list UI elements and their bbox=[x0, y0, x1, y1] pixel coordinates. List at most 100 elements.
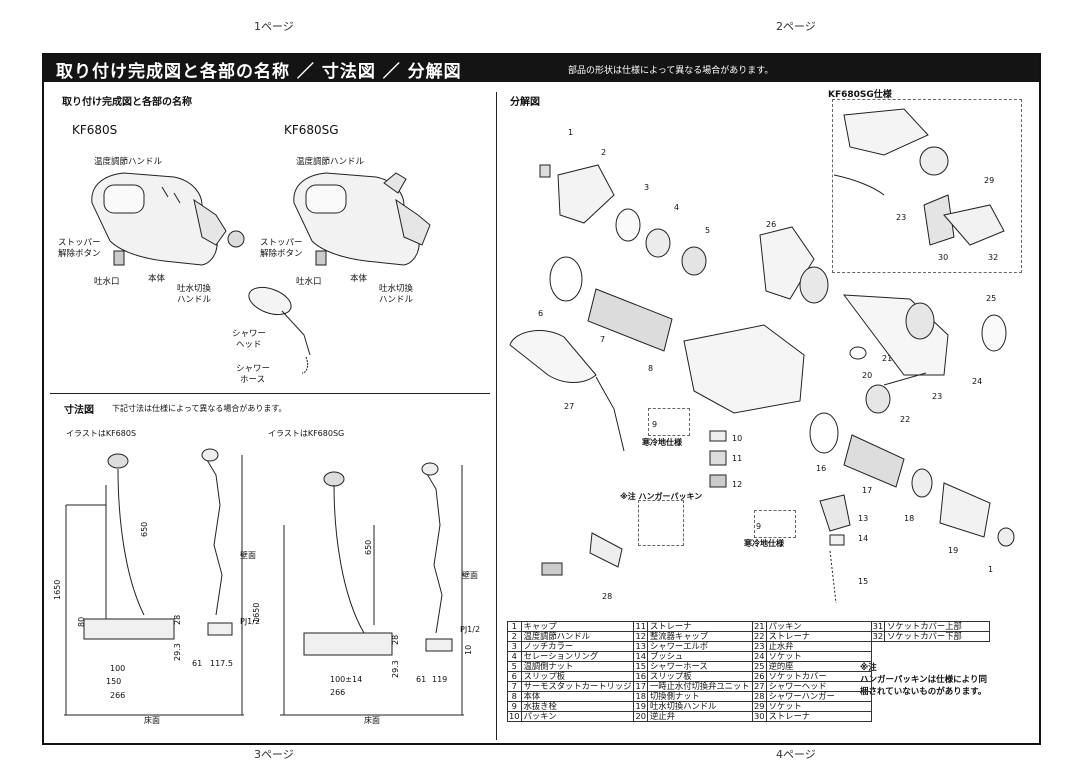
label-shower-hose2: ホース bbox=[240, 375, 266, 385]
dim-119: 119 bbox=[432, 675, 448, 684]
label-spout-a: 吐水口 bbox=[94, 277, 120, 287]
label-switch-a: 吐水切換 bbox=[177, 284, 212, 294]
callout-25: 25 bbox=[986, 294, 997, 303]
label-switch-a2: ハンドル bbox=[177, 295, 212, 305]
section-divider bbox=[50, 393, 490, 394]
part-name: ソケットカバー下部 bbox=[884, 631, 991, 642]
section-dimensions: 寸法図 bbox=[64, 405, 94, 416]
callout-32: 32 bbox=[988, 253, 999, 262]
callout-8: 8 bbox=[648, 364, 654, 373]
dim-61-a: 61 bbox=[192, 659, 203, 668]
dim-1175: 117.5 bbox=[210, 659, 233, 668]
callout-26: 26 bbox=[766, 220, 777, 229]
hanger-box bbox=[638, 500, 684, 546]
label-shower-head2: ヘッド bbox=[236, 340, 262, 350]
callout-15: 15 bbox=[858, 577, 869, 586]
manual-sheet: 取り付け完成図と各部の名称 ／ 寸法図 ／ 分解図 部品の形状は仕様によって異な… bbox=[42, 53, 1041, 745]
callout-5: 5 bbox=[705, 226, 711, 235]
cold-spec-a: 寒冷地仕様 bbox=[642, 438, 682, 447]
callout-9b: 9 bbox=[756, 522, 762, 531]
wall-a: 壁面 bbox=[240, 551, 256, 560]
dim-61-b: 61 bbox=[416, 675, 427, 684]
callout-29: 29 bbox=[984, 176, 995, 185]
callout-18: 18 bbox=[904, 514, 915, 523]
page-number-3: 3ページ bbox=[254, 748, 294, 761]
model-kf680sg: KF680SG bbox=[284, 123, 339, 137]
dim-266-b: 266 bbox=[330, 688, 346, 697]
floor-a: 床面 bbox=[144, 716, 160, 725]
part-name: ストレーナ bbox=[765, 711, 872, 722]
callout-21: 21 bbox=[882, 354, 893, 363]
callout-27: 27 bbox=[564, 402, 575, 411]
dimension-drawing-a bbox=[64, 448, 244, 716]
callout-30: 30 bbox=[938, 253, 949, 262]
label-switch-b2: ハンドル bbox=[379, 295, 414, 305]
label-stopper-b2: 解除ボタン bbox=[260, 249, 303, 259]
model-kf680s: KF680S bbox=[72, 123, 118, 137]
label-spout-b: 吐水口 bbox=[296, 277, 322, 287]
sg-spec-label: KF680SG仕様 bbox=[828, 90, 892, 100]
note-body-2: 梱されていないものがあります。 bbox=[860, 687, 987, 697]
callout-13: 13 bbox=[858, 514, 869, 523]
callout-28: 28 bbox=[602, 592, 613, 601]
callout-11: 11 bbox=[732, 454, 743, 463]
section-exploded-view: 分解図 bbox=[510, 97, 540, 108]
part-name: パッキン bbox=[520, 711, 635, 722]
callout-6: 6 bbox=[538, 309, 544, 318]
callout-2: 2 bbox=[601, 148, 607, 157]
page-number-1: 1ページ bbox=[254, 20, 294, 33]
page-number-2: 2ページ bbox=[776, 20, 816, 33]
sheet-note: 部品の形状は仕様によって異なる場合があります。 bbox=[568, 66, 774, 76]
exploded-parts-drawing bbox=[509, 108, 1015, 604]
pj-a: PJ1/2 bbox=[240, 617, 261, 626]
callout-3: 3 bbox=[644, 183, 650, 192]
label-stopper-a: ストッパー bbox=[58, 238, 101, 248]
page-number-4: 4ページ bbox=[776, 748, 816, 761]
label-stopper-a2: 解除ボタン bbox=[58, 249, 101, 259]
dim-266-a: 266 bbox=[110, 691, 126, 700]
callout-17: 17 bbox=[862, 486, 873, 495]
column-divider bbox=[496, 92, 497, 740]
section-installed-names: 取り付け完成図と各部の名称 bbox=[62, 97, 192, 108]
label-body-a: 本体 bbox=[148, 274, 166, 284]
note-body-1: ハンガーパッキンは仕様により同 bbox=[860, 675, 987, 685]
dimensions-note: 下記寸法は仕様によって異なる場合があります。 bbox=[112, 404, 287, 413]
label-shower-hose: シャワー bbox=[236, 364, 271, 374]
sg-spec-box bbox=[832, 99, 1022, 273]
wall-b: 壁面 bbox=[462, 571, 478, 580]
callout-24: 24 bbox=[972, 377, 983, 386]
callout-14: 14 bbox=[858, 534, 869, 543]
dim-150: 150 bbox=[106, 677, 122, 686]
shower-head-drawing bbox=[248, 286, 311, 374]
illus-kf680sg: イラストはKF680SG bbox=[268, 429, 345, 438]
label-shower-head: シャワー bbox=[232, 329, 267, 339]
label-body-b: 本体 bbox=[350, 274, 368, 284]
faucet-kf680sg bbox=[293, 172, 431, 266]
title-bar: 取り付け完成図と各部の名称 ／ 寸法図 ／ 分解図 部品の形状は仕様によって異な… bbox=[44, 55, 1039, 82]
floor-b: 床面 bbox=[364, 716, 380, 725]
callout-23b: 23 bbox=[896, 213, 907, 222]
label-switch-b: 吐水切換 bbox=[379, 284, 414, 294]
cold-box-b bbox=[754, 510, 796, 538]
callout-12: 12 bbox=[732, 480, 743, 489]
callout-9a: 9 bbox=[652, 420, 658, 429]
callout-4: 4 bbox=[674, 203, 680, 212]
part-name: 逆止弁 bbox=[647, 711, 753, 722]
cold-spec-b: 寒冷地仕様 bbox=[744, 539, 784, 548]
callout-10: 10 bbox=[732, 434, 743, 443]
cold-box-a bbox=[648, 408, 690, 436]
callout-23: 23 bbox=[932, 392, 943, 401]
label-stopper-b: ストッパー bbox=[260, 238, 303, 248]
pj-b: PJ1/2 bbox=[460, 625, 481, 634]
label-temp-handle-b: 温度調節ハンドル bbox=[296, 157, 365, 167]
callout-20: 20 bbox=[862, 371, 873, 380]
label-temp-handle-a: 温度調節ハンドル bbox=[94, 157, 163, 167]
callout-19: 19 bbox=[948, 546, 959, 555]
dimension-drawing-b bbox=[280, 462, 464, 716]
hanger-note: ※注 ハンガーパッキン bbox=[620, 492, 703, 501]
callout-22: 22 bbox=[900, 415, 911, 424]
